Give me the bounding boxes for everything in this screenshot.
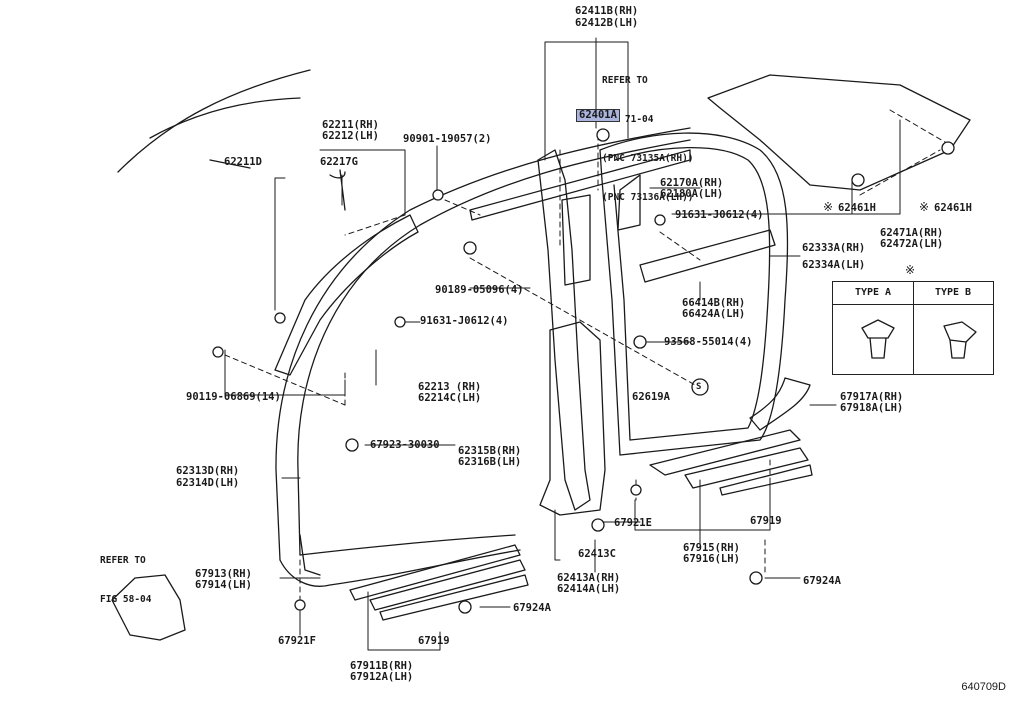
refer58-line-2: FIG 58-04 [100,594,152,605]
cowl-side-trim [111,574,186,641]
part-90189-label: 90189-05096(4) [435,284,524,296]
part-62316b-label: 62316B(LH) [458,456,522,468]
part-67916-label: 67916(LH) [683,553,740,565]
clip-type-box: TYPE A TYPE B [832,281,994,375]
part-62401a-label-highlighted[interactable]: 62401A [576,109,620,122]
part-62333a-label: 62333A(RH) [802,242,866,254]
part-93568-label: 93568-55014(4) [664,336,753,348]
part-62619a-label: 62619A [632,391,670,403]
part-67919-right-label: 67919 [750,515,782,527]
figure-number: 640709D [961,681,1006,693]
front-scuff-plates [349,544,529,621]
part-67917a-label: 67917A(RH) [840,391,904,403]
refer58-line-1: REFER TO [100,555,146,566]
assist-grip [639,229,776,283]
type-a-header: TYPE A [854,287,892,298]
asterisk-mark-2: ※ [919,200,930,214]
b-pillar-trim [537,149,641,516]
part-90119-label: 90119-06869(14) [186,391,281,403]
front-door-trim [275,127,691,587]
refer-line-1: REFER TO [602,75,648,86]
part-66424a-label: 66424A(LH) [682,308,746,320]
refer-line-3: (PNC 73135A(RH)) [602,153,694,164]
part-62461h-label-1: 62461H [838,202,876,214]
part-67914-label: 67914(LH) [195,579,252,591]
part-62213-label: 62213 (RH) [418,381,482,393]
refer-fig-58-04-note: REFER TO FIG 58-04 [100,528,151,619]
part-62217g-label: 62217G [320,156,358,168]
type-b-header: TYPE B [934,287,972,298]
part-67923-label: 67923-30030 [370,439,440,451]
part-62170a-label: 62170A(RH) [660,177,724,189]
part-62211-label: 62211(RH) [322,119,379,131]
part-62214c-label: 62214C(LH) [418,392,482,404]
rear-door-trim [599,132,789,456]
part-62413c-label: 62413C [578,548,616,560]
roof-outline [117,69,311,173]
fasteners [212,128,955,614]
type-box-divider-v [913,282,914,374]
part-62313d-label: 62313D(RH) [176,465,240,477]
leader-lines [224,37,901,651]
part-67921e-label: 67921E [614,517,652,529]
part-62472a-label: 62472A(LH) [880,238,944,250]
part-62212-label: 62212(LH) [322,130,379,142]
asterisk-mark-typebox: ※ [905,263,916,277]
part-67919-left-label: 67919 [418,635,450,647]
part-62471a-label: 62471A(RH) [880,227,944,239]
part-67915-label: 67915(RH) [683,542,740,554]
part-67924a-right-label: 67924A [803,575,841,587]
part-91631-upper-label: 91631-J0612(4) [675,209,764,221]
part-62334a-label: 62334A(LH) [802,259,866,271]
part-62211d-label: 62211D [224,156,262,168]
a-pillar-garnish [274,169,419,376]
part-67912a-label: 67912A(LH) [350,671,414,683]
part-62180a-label: 62180A(LH) [660,188,724,200]
part-62411b-label: 62411B(RH) [575,5,639,17]
s-mark: S [696,382,702,392]
type-box-clips [861,319,977,359]
s-symbol [691,378,709,396]
part-67921f-label: 67921F [278,635,316,647]
part-91631-lower-label: 91631-J0612(4) [420,315,509,327]
part-90901-label: 90901-19057(2) [403,133,492,145]
part-67913-label: 67913(RH) [195,568,252,580]
part-62461h-label-2: 62461H [934,202,972,214]
part-62412b-label: 62412B(LH) [575,17,639,29]
part-67918a-label: 67918A(LH) [840,402,904,414]
refer-line-4: (PNC 73136A(LH)) [602,192,694,203]
rear-scuff-plates [649,377,813,496]
part-67911b-label: 67911B(RH) [350,660,414,672]
part-62315b-label: 62315B(RH) [458,445,522,457]
part-66414b-label: 66414B(RH) [682,297,746,309]
part-62314d-label: 62314D(LH) [176,477,240,489]
part-62413a-label: 62413A(RH) [557,572,621,584]
asterisk-mark-1: ※ [823,200,834,214]
roof-side-rail [469,149,691,221]
part-67924a-left-label: 67924A [513,602,551,614]
package-tray-trim [707,74,971,191]
part-62414a-label: 62414A(LH) [557,583,621,595]
